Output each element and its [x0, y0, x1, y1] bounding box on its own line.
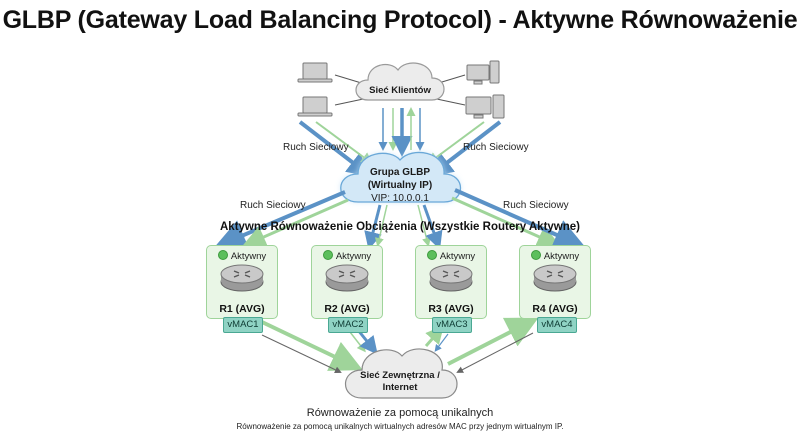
router-card-r1[interactable]: Aktywny R1 (AVG)	[206, 245, 278, 319]
page-title: GLBP (Gateway Load Balancing Protocol) -…	[2, 6, 798, 34]
external-cloud-line2: Internet	[382, 382, 418, 393]
router-status-label: Aktywny	[543, 251, 580, 262]
vmac-badge: vMAC4	[537, 317, 577, 333]
glbp-group-title: Grupa GLBP	[369, 167, 430, 178]
vmac-badge: vMAC3	[432, 317, 472, 333]
laptop-icon	[297, 96, 333, 117]
router-status-label: Aktywny	[230, 251, 267, 262]
status-active-icon	[530, 250, 541, 260]
glbp-cloud	[340, 151, 461, 203]
router-card-r4[interactable]: Aktywny R4 (AVG)	[519, 245, 591, 319]
client-cloud	[355, 62, 445, 101]
vmac-badge: vMAC1	[223, 317, 263, 333]
router-name: R1 (AVG)	[219, 303, 265, 315]
external-cloud-line1: Sieć Zewnętrzna /	[360, 370, 440, 381]
client-cloud-label: Sieć Klientów	[369, 85, 431, 96]
router-name: R2 (AVG)	[324, 303, 370, 315]
status-active-icon	[322, 250, 333, 260]
glbp-virtual-ip-label: (Wirtualny IP)	[367, 180, 433, 191]
status-active-icon	[426, 250, 437, 260]
router-name: R3 (AVG)	[428, 303, 474, 315]
router-icon	[429, 264, 473, 292]
client-to-glbp-arrows	[298, 107, 502, 177]
router-status: Aktywny	[207, 250, 277, 262]
traffic-label: Ruch Sieciowy	[503, 200, 569, 211]
router-status-label: Aktywny	[439, 251, 476, 262]
router-status: Aktywny	[312, 250, 382, 262]
router-status: Aktywny	[416, 250, 486, 262]
caption-text: Równoważenie za pomocą unikalnych wirtua…	[236, 422, 564, 431]
caption-heading: Równoważenie za pomocą unikalnych	[306, 407, 494, 419]
router-icon	[220, 264, 264, 292]
external-cloud-label: Sieć Zewnętrzna / Internet	[350, 370, 450, 394]
desktop-icon	[466, 60, 500, 85]
router-icon	[533, 264, 577, 292]
router-status: Aktywny	[520, 250, 590, 262]
vmac-badge: vMAC2	[328, 317, 368, 333]
traffic-label: Ruch Sieciowy	[240, 200, 306, 211]
balancing-title: Aktywne Równoważenie Obciążenia (Wszystk…	[220, 221, 580, 233]
status-active-icon	[217, 250, 228, 260]
desktop-tower-icon	[465, 94, 505, 119]
glbp-router-arrows	[213, 188, 586, 250]
router-name: R4 (AVG)	[532, 303, 578, 315]
router-card-r2[interactable]: Aktywny R2 (AVG)	[311, 245, 383, 319]
traffic-label: Ruch Sieciowy	[283, 142, 349, 153]
router-status-label: Aktywny	[335, 251, 372, 262]
laptop-icon	[297, 62, 333, 83]
traffic-label: Ruch Sieciowy	[463, 142, 529, 153]
vmac-external-arrows	[261, 317, 539, 374]
router-icon	[325, 264, 369, 292]
external-cloud	[345, 348, 458, 399]
glbp-cloud-label: Grupa GLBP (Wirtualny IP) VIP: 10.0.0.1	[360, 166, 440, 205]
vip-address: VIP: 10.0.0.1	[371, 193, 429, 204]
router-card-r3[interactable]: Aktywny R3 (AVG)	[415, 245, 487, 319]
